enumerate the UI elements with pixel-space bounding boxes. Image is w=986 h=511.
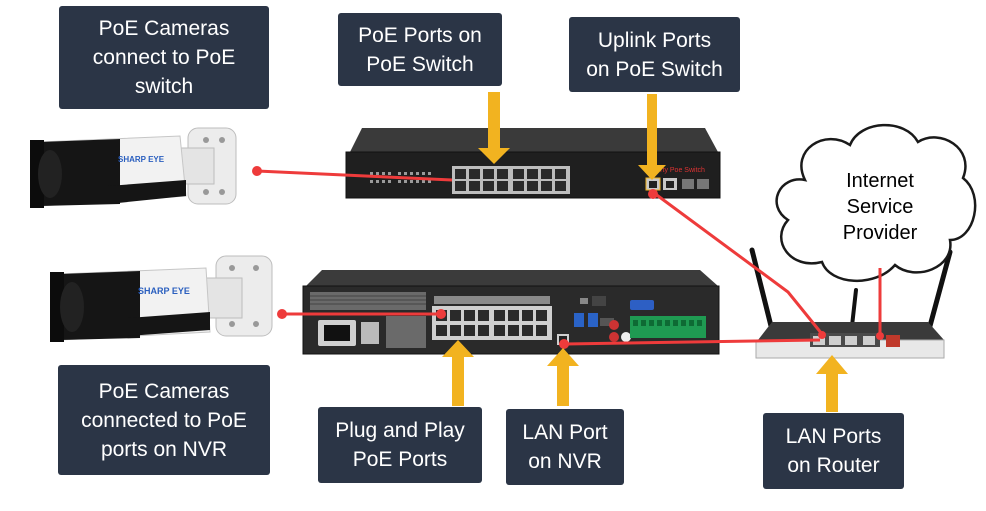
arrow-uplink — [638, 94, 666, 180]
arrow-nvr-poe — [442, 340, 474, 406]
cable-endpoints — [252, 166, 884, 349]
switch-model-text: Forty Poe Switch — [652, 167, 705, 174]
nvr-poe-ports — [432, 296, 552, 340]
cable-switch-to-router — [653, 191, 824, 335]
switch-poe-ports — [452, 166, 570, 194]
camera-top: SHARP EYE — [30, 127, 237, 208]
switch-uplink-ports — [645, 177, 709, 191]
network-cables — [256, 169, 882, 346]
arrow-switch-poe — [478, 92, 510, 164]
label-lan-nvr: LAN Port on NVR — [506, 409, 624, 485]
cable-camera-to-switch — [256, 169, 453, 182]
label-cameras-to-switch: PoE Cameras connect to PoE switch — [59, 6, 269, 109]
label-cameras-to-nvr: PoE Cameras connected to PoE ports on NV… — [58, 365, 270, 475]
router — [749, 247, 953, 359]
poe-switch: Forty Poe Switch — [345, 128, 721, 199]
label-poe-ports-switch: PoE Ports on PoE Switch — [338, 13, 502, 86]
camera-top-brand: SHARP EYE — [118, 155, 165, 164]
camera-bottom-brand: SHARP EYE — [138, 286, 190, 296]
label-plug-and-play: Plug and Play PoE Ports — [318, 407, 482, 483]
pointer-arrows — [442, 92, 848, 412]
label-lan-router: LAN Ports on Router — [763, 413, 904, 489]
arrow-nvr-lan — [547, 348, 579, 406]
camera-bottom: SHARP EYE — [50, 255, 273, 342]
label-uplink-ports: Uplink Ports on PoE Switch — [569, 17, 740, 92]
nvr — [302, 270, 720, 355]
isp-cloud — [775, 123, 977, 282]
arrow-router-lan — [816, 355, 848, 412]
isp-label: Internet Service Provider — [842, 170, 918, 244]
cable-nvr-to-router — [564, 338, 821, 346]
